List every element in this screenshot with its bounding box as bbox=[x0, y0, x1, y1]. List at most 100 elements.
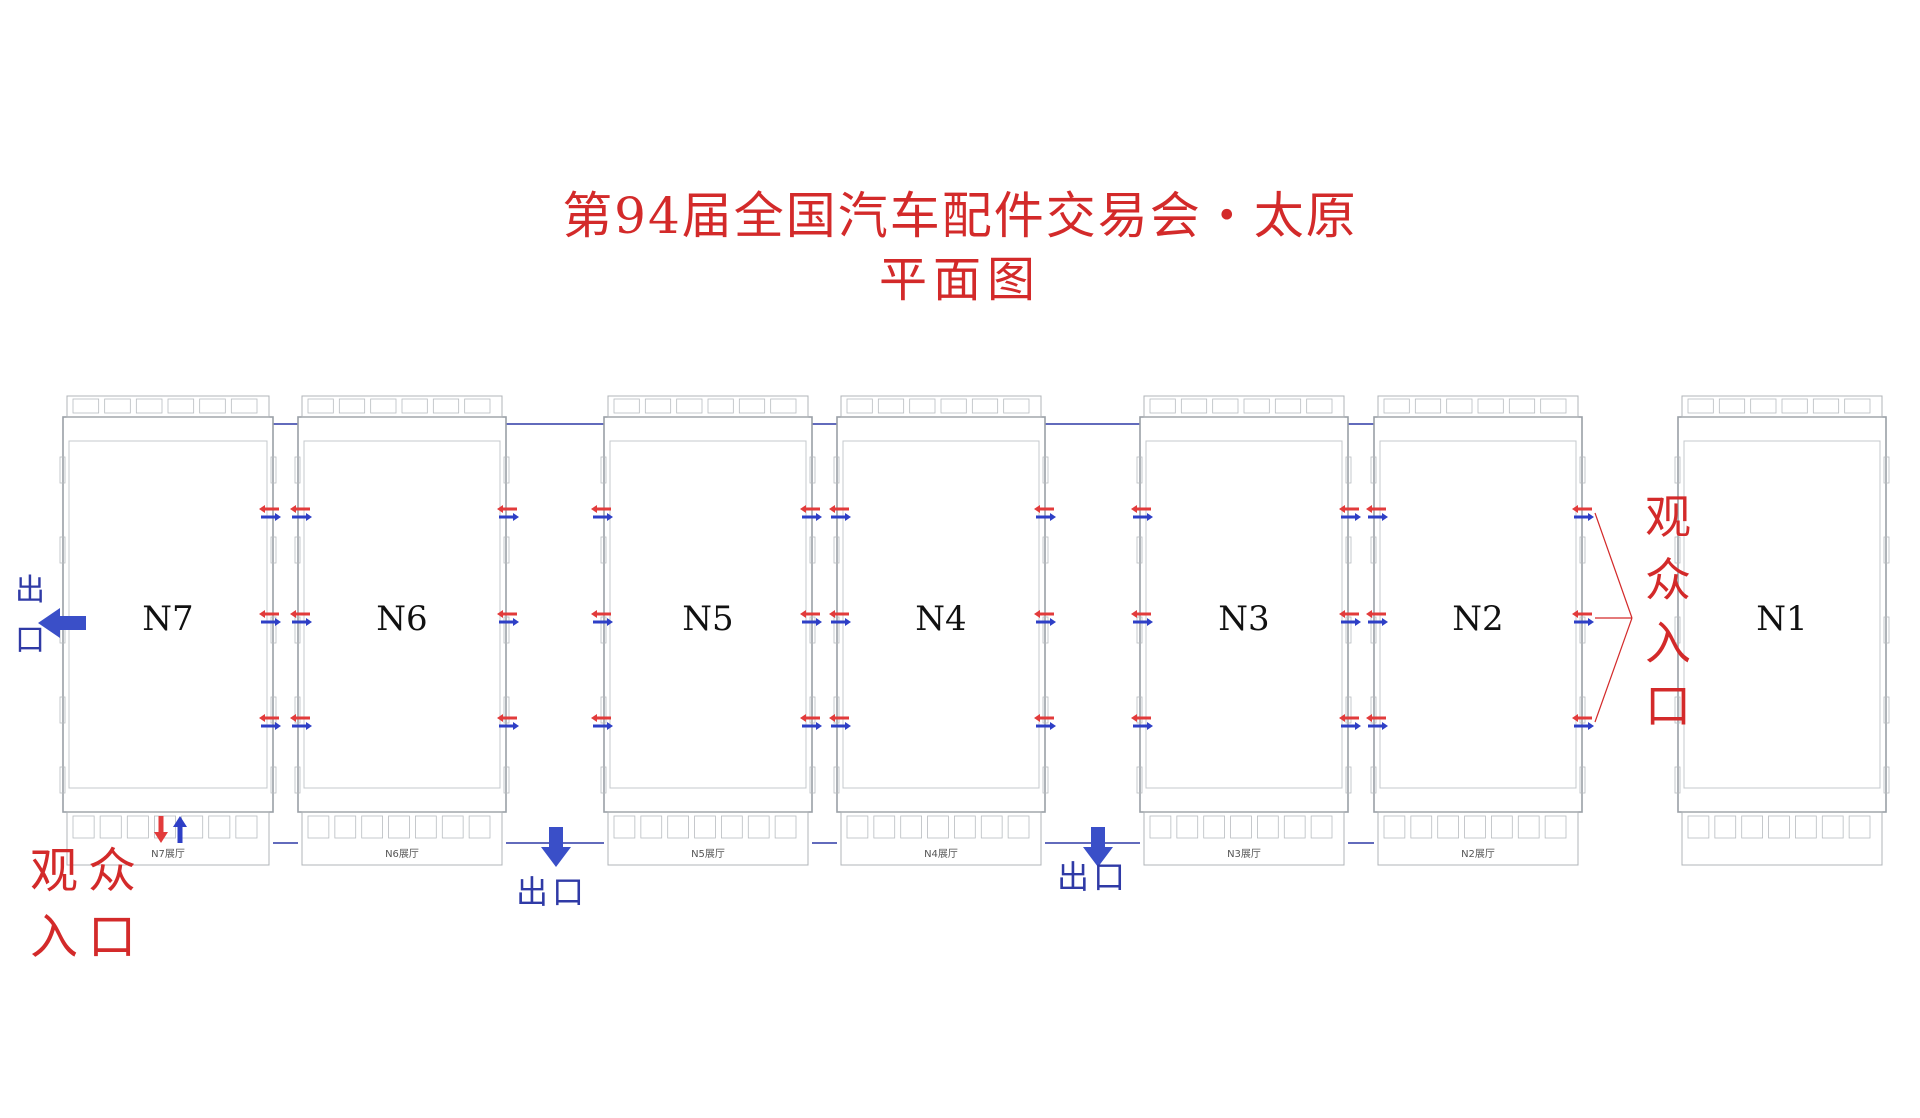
pilaster bbox=[503, 616, 510, 644]
red-arrow-head bbox=[1572, 714, 1578, 722]
pilaster bbox=[1345, 616, 1352, 644]
pilaster bbox=[1883, 536, 1890, 564]
room bbox=[927, 815, 949, 839]
room bbox=[1687, 815, 1710, 839]
room bbox=[1750, 398, 1777, 414]
flow-arrow-pair bbox=[497, 610, 519, 626]
blue-arrow-head bbox=[607, 722, 613, 730]
pilaster bbox=[1579, 616, 1586, 644]
room bbox=[415, 815, 437, 839]
red-arrow-head bbox=[1131, 714, 1137, 722]
room bbox=[99, 815, 122, 839]
hall-label: N7 bbox=[142, 599, 193, 639]
entrance-label: 入 bbox=[1645, 616, 1691, 670]
pilaster bbox=[809, 456, 816, 484]
pilaster bbox=[809, 766, 816, 794]
pilaster bbox=[600, 696, 607, 724]
pilaster bbox=[1674, 536, 1681, 564]
blue-arrow-head bbox=[607, 618, 613, 626]
room bbox=[1687, 398, 1714, 414]
pilaster bbox=[809, 616, 816, 644]
blue-arrow-head bbox=[513, 513, 519, 521]
hall-top-block bbox=[1681, 395, 1883, 418]
room bbox=[307, 815, 330, 839]
pilaster bbox=[833, 616, 840, 644]
flow-arrow-pair bbox=[1366, 505, 1388, 521]
room bbox=[1003, 398, 1030, 414]
blue-arrow-head bbox=[845, 513, 851, 521]
room bbox=[167, 398, 195, 414]
hall-bottom-block bbox=[301, 811, 503, 866]
pilaster bbox=[1579, 456, 1586, 484]
room bbox=[1149, 398, 1176, 414]
room bbox=[334, 815, 357, 839]
red-arrow-head bbox=[1339, 610, 1345, 618]
flow-arrow-pair bbox=[1131, 610, 1153, 626]
red-arrow-head bbox=[259, 610, 265, 618]
pilaster bbox=[1674, 766, 1681, 794]
pilaster bbox=[1345, 456, 1352, 484]
blue-arrow-head bbox=[1382, 618, 1388, 626]
exit-label: 口 bbox=[15, 623, 45, 658]
blue-arrow-head bbox=[275, 618, 281, 626]
pilaster bbox=[1136, 616, 1143, 644]
exit-marker: 出口 bbox=[516, 827, 584, 911]
red-arrow-head bbox=[1131, 505, 1137, 513]
flow-arrow-pair bbox=[290, 505, 312, 521]
pilaster bbox=[294, 766, 301, 794]
flow-arrow-pair bbox=[800, 505, 822, 521]
hall-caption: N6展厅 bbox=[385, 848, 419, 860]
hall-bottom-block bbox=[66, 811, 270, 866]
room bbox=[72, 398, 100, 414]
room bbox=[1477, 398, 1504, 414]
hall-bottom-block bbox=[840, 811, 1042, 866]
pilaster bbox=[1579, 536, 1586, 564]
room bbox=[388, 815, 410, 839]
pilaster bbox=[1883, 616, 1890, 644]
pilaster bbox=[1136, 456, 1143, 484]
room bbox=[954, 815, 976, 839]
flow-arrow-pair bbox=[1366, 714, 1388, 730]
pilaster bbox=[270, 456, 277, 484]
room bbox=[747, 815, 770, 839]
exit-arrow-head bbox=[38, 608, 60, 638]
hall-caption: N5展厅 bbox=[691, 848, 725, 860]
room bbox=[1212, 398, 1239, 414]
room bbox=[1464, 815, 1486, 839]
pilaster bbox=[1042, 696, 1049, 724]
room bbox=[72, 815, 95, 839]
hall-top-block bbox=[301, 395, 503, 418]
room bbox=[1274, 398, 1302, 414]
room bbox=[980, 815, 1003, 839]
flow-arrow-pair bbox=[1366, 610, 1388, 626]
red-arrow-head bbox=[290, 505, 296, 513]
room bbox=[432, 398, 460, 414]
red-arrow-head bbox=[1034, 610, 1040, 618]
flow-arrow-pair bbox=[497, 714, 519, 730]
room bbox=[126, 815, 149, 839]
flow-arrow-pair bbox=[259, 505, 281, 521]
room bbox=[307, 398, 334, 414]
pilaster bbox=[1345, 696, 1352, 724]
room bbox=[873, 815, 896, 839]
flow-arrow-pair bbox=[1034, 714, 1056, 730]
room bbox=[940, 398, 967, 414]
page-title: 第94届全国汽车配件交易会・太原 bbox=[562, 187, 1358, 245]
pilaster bbox=[600, 616, 607, 644]
room bbox=[1243, 398, 1270, 414]
pilaster bbox=[294, 536, 301, 564]
exit-arrow-head bbox=[1083, 847, 1113, 867]
room bbox=[774, 815, 797, 839]
room bbox=[1437, 815, 1459, 839]
pilaster bbox=[1345, 536, 1352, 564]
hall-label: N6 bbox=[376, 599, 427, 639]
red-arrow-head bbox=[1131, 610, 1137, 618]
room bbox=[613, 398, 640, 414]
hall-caption: N4展厅 bbox=[924, 848, 958, 860]
room bbox=[104, 398, 131, 414]
